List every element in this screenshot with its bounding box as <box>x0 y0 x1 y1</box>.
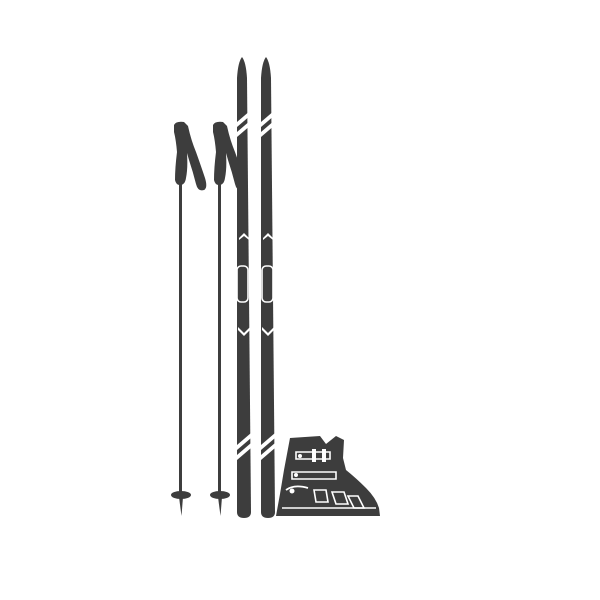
ski-left <box>236 57 251 518</box>
ski-stripe <box>237 433 251 450</box>
boot-buckle <box>313 489 329 503</box>
buckle-rivet <box>298 454 302 458</box>
binding-plate <box>261 265 274 303</box>
pole-basket <box>171 491 191 499</box>
pole-basket <box>210 491 230 499</box>
pole-shaft <box>179 183 182 495</box>
pole-tip <box>218 497 222 516</box>
pole-grip <box>174 121 207 191</box>
strap-rivet <box>289 488 295 494</box>
ski-stripe <box>237 110 251 127</box>
ski-boot <box>276 436 380 516</box>
ski-pole-left <box>171 121 207 516</box>
buckle-lever <box>312 449 316 462</box>
binding-chevron <box>238 327 250 336</box>
ski-stripe <box>261 120 275 137</box>
binding-chevron <box>263 233 273 240</box>
ski-stripe <box>261 110 275 127</box>
ski-stripe <box>261 443 275 460</box>
boot-buckle <box>295 451 331 460</box>
buckle-rivet <box>294 473 298 477</box>
pole-shaft <box>218 183 221 495</box>
boot-strap <box>285 485 309 491</box>
ski-stripe <box>261 433 275 450</box>
ski-body <box>237 57 251 518</box>
ski-right <box>261 57 275 518</box>
ski-stripe <box>237 443 251 460</box>
buckle-lever <box>322 449 326 462</box>
pole-tip <box>179 497 183 516</box>
boot-buckle <box>291 471 337 480</box>
ski-body <box>261 57 275 518</box>
binding-chevron <box>262 327 274 336</box>
boot-buckle <box>330 491 350 505</box>
binding-chevron <box>239 233 249 240</box>
binding-plate <box>236 265 249 303</box>
ski-stripe <box>237 120 251 137</box>
